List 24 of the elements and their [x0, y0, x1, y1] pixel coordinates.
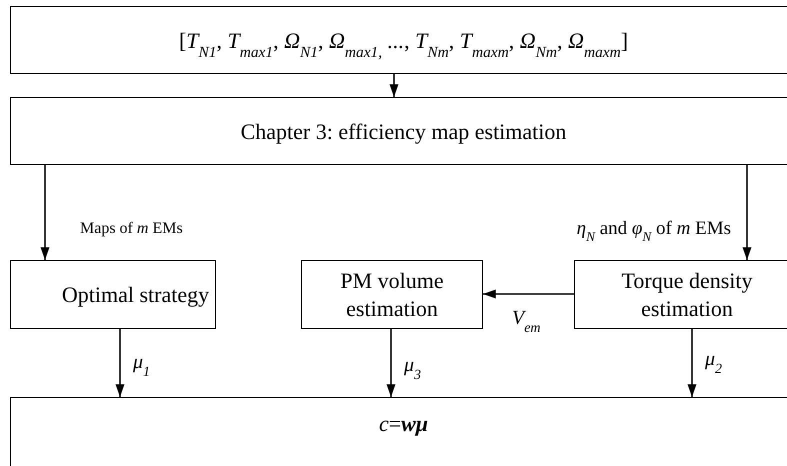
- arrow: [483, 290, 574, 298]
- arrow: [742, 165, 752, 260]
- process-box: [301, 260, 483, 329]
- node-text: Chapter 3: efficiency map estimation: [240, 118, 566, 146]
- arrow: [386, 329, 396, 397]
- input-parameters-box: [10, 6, 787, 74]
- process-box: [574, 260, 787, 329]
- process-box: [10, 97, 787, 165]
- process-box: [10, 260, 216, 329]
- arrow: [40, 165, 50, 260]
- edge-label: V$_{em}$: [512, 306, 541, 332]
- cost-function-box: [10, 397, 787, 466]
- node-text: PM volume estimation: [339, 266, 445, 322]
- arrow: [390, 74, 398, 97]
- edge-label: η$_{N}$ and φ$_{N}$ of m EMs: [576, 217, 731, 241]
- edge-label: μ$_{1}$: [133, 350, 150, 376]
- node-text: Optimal strategy: [62, 280, 210, 308]
- node-text: Torque density estimation: [620, 266, 754, 322]
- edge-label: μ$_{3}$: [404, 353, 422, 380]
- arrow: [688, 329, 696, 397]
- arrow: [116, 329, 124, 397]
- edge-label: Maps of m EMs: [80, 219, 183, 239]
- edge-label: μ$_{2}$: [705, 347, 722, 374]
- node-text: c=wμ: [378, 410, 428, 438]
